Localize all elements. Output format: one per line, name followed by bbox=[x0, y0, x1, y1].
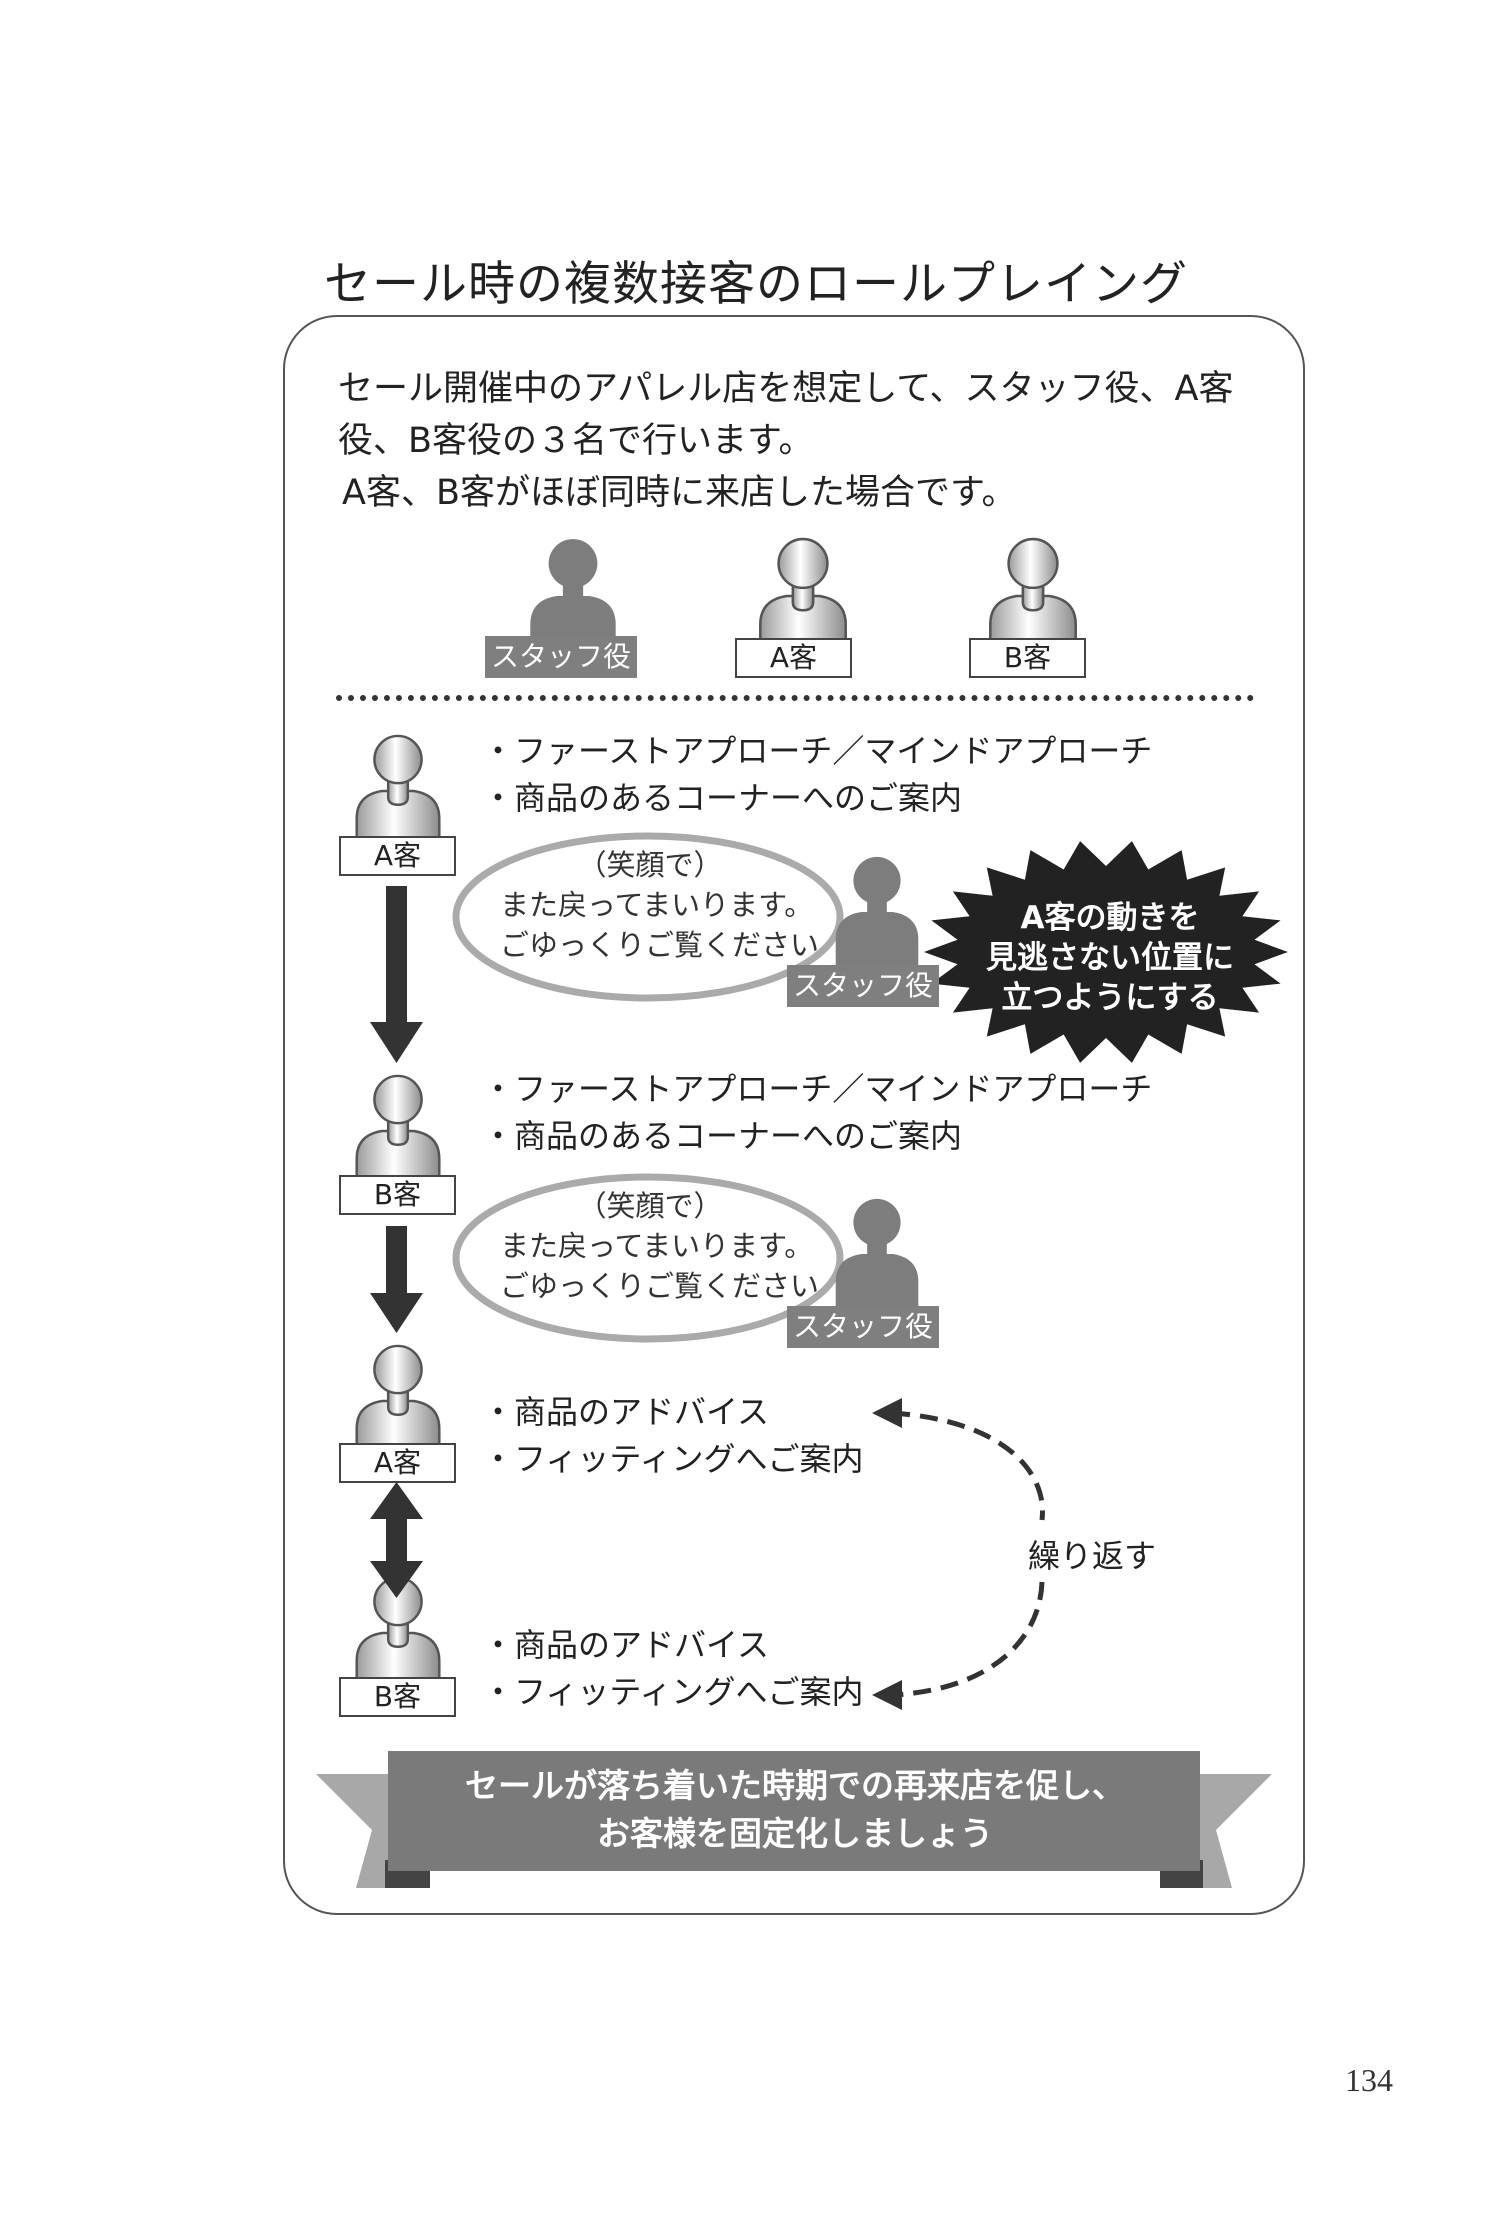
repeat-dashed-curve-lower bbox=[891, 1581, 1045, 1698]
step1-bullet-2: ・商品のあるコーナーへのご案内 bbox=[482, 779, 963, 817]
step1-staff-label: スタッフ役 bbox=[787, 965, 939, 1007]
staff-person-icon bbox=[827, 1195, 927, 1313]
step2-bullet-1: ・ファーストアプローチ／マインドアプローチ bbox=[482, 1070, 1153, 1108]
step1-bullets: ・ファーストアプローチ／マインドアプローチ ・商品のあるコーナーへのご案内 bbox=[482, 728, 1152, 822]
legend-b-label: B客 bbox=[969, 638, 1086, 678]
callout-burst bbox=[924, 841, 1288, 1063]
intro-text: セール開催中のアパレル店を想定して、スタッフ役、A客 役、B客役の３名で行います… bbox=[338, 363, 1258, 519]
burst-line-2: 見逃さない位置に bbox=[986, 940, 1234, 976]
step4-bullet-1: ・商品のアドバイス bbox=[482, 1626, 770, 1664]
banner-message: セールが落ち着いた時期での再来店を促し、 お客様を固定化しましょう bbox=[390, 1762, 1200, 1858]
step2-staff-label: スタッフ役 bbox=[787, 1306, 939, 1348]
repeat-label: 繰り返す bbox=[1028, 1537, 1157, 1575]
step3-a-label: A客 bbox=[339, 1443, 456, 1483]
speech-2-line-2: また戻ってまいります。 bbox=[500, 1229, 814, 1263]
double-arrow-icon bbox=[370, 1482, 423, 1598]
step3-bullet-1: ・商品のアドバイス bbox=[482, 1393, 770, 1431]
step1-a-label: A客 bbox=[339, 836, 456, 876]
step2-bullets: ・ファーストアプローチ／マインドアプローチ ・商品のあるコーナーへのご案内 bbox=[482, 1066, 1152, 1160]
step4-bullet-2: ・フィッティングへご案内 bbox=[482, 1673, 864, 1711]
staff-person-icon bbox=[827, 853, 927, 971]
step4-bullets: ・商品のアドバイス ・フィッティングへご案内 bbox=[482, 1622, 863, 1716]
legend-staff-label: スタッフ役 bbox=[485, 636, 637, 678]
step2-bullet-2: ・商品のあるコーナーへのご案内 bbox=[482, 1117, 963, 1155]
down-arrow-icon bbox=[370, 1226, 423, 1333]
intro-line-1: セール開催中のアパレル店を想定して、スタッフ役、A客 bbox=[338, 369, 1234, 409]
arrowhead-left-icon bbox=[872, 1398, 902, 1428]
burst-line-1: A客の動きを bbox=[1020, 900, 1200, 936]
intro-line-3: A客、B客がほぼ同時に来店した場合です。 bbox=[342, 473, 1017, 513]
burst-line-3: 立つようにする bbox=[1001, 980, 1219, 1016]
step3-bullets: ・商品のアドバイス ・フィッティングへご案内 bbox=[482, 1389, 863, 1483]
repeat-dashed-curve bbox=[891, 1410, 1045, 1521]
intro-line-2: 役、B客役の３名で行います。 bbox=[338, 421, 814, 461]
speech-text-2: （笑顔で） また戻ってまいります。 ごゆっくりご覧ください bbox=[500, 1186, 820, 1306]
banner-tail-right bbox=[1188, 1774, 1272, 1888]
page-number: 134 bbox=[1345, 2062, 1393, 2098]
speech-2-line-1: （笑顔で） bbox=[577, 1189, 723, 1223]
arrowhead-left-icon bbox=[872, 1680, 902, 1710]
section-divider bbox=[336, 695, 1254, 701]
speech-2-line-3: ごゆっくりご覧ください bbox=[500, 1269, 820, 1303]
roleplay-panel bbox=[283, 315, 1305, 1915]
step1-bullet-1: ・ファーストアプローチ／マインドアプローチ bbox=[482, 732, 1153, 770]
step3-bullet-2: ・フィッティングへご案内 bbox=[482, 1440, 864, 1478]
legend-a-label: A客 bbox=[735, 638, 852, 678]
step2-b-label: B客 bbox=[339, 1175, 456, 1215]
speech-1-line-1: （笑顔で） bbox=[577, 848, 723, 882]
banner-ribbon bbox=[388, 1751, 1200, 1871]
speech-bubble-2 bbox=[452, 1173, 844, 1343]
speech-1-line-2: また戻ってまいります。 bbox=[500, 888, 814, 922]
speech-1-line-3: ごゆっくりご覧ください bbox=[500, 928, 820, 962]
banner-line-2: お客様を固定化しましょう bbox=[597, 1814, 993, 1853]
step4-b-label: B客 bbox=[339, 1677, 456, 1717]
page-title: セール時の複数接客のロールプレイング bbox=[324, 257, 1188, 312]
banner-line-1: セールが落ち着いた時期での再来店を促し、 bbox=[465, 1766, 1125, 1805]
speech-bubble-1 bbox=[452, 832, 844, 1002]
banner-tail-left bbox=[316, 1774, 400, 1888]
callout-burst-text: A客の動きを 見逃さない位置に 立つようにする bbox=[960, 898, 1260, 1018]
down-arrow-icon bbox=[370, 886, 423, 1063]
speech-text-1: （笑顔で） また戻ってまいります。 ごゆっくりご覧ください bbox=[500, 845, 820, 965]
